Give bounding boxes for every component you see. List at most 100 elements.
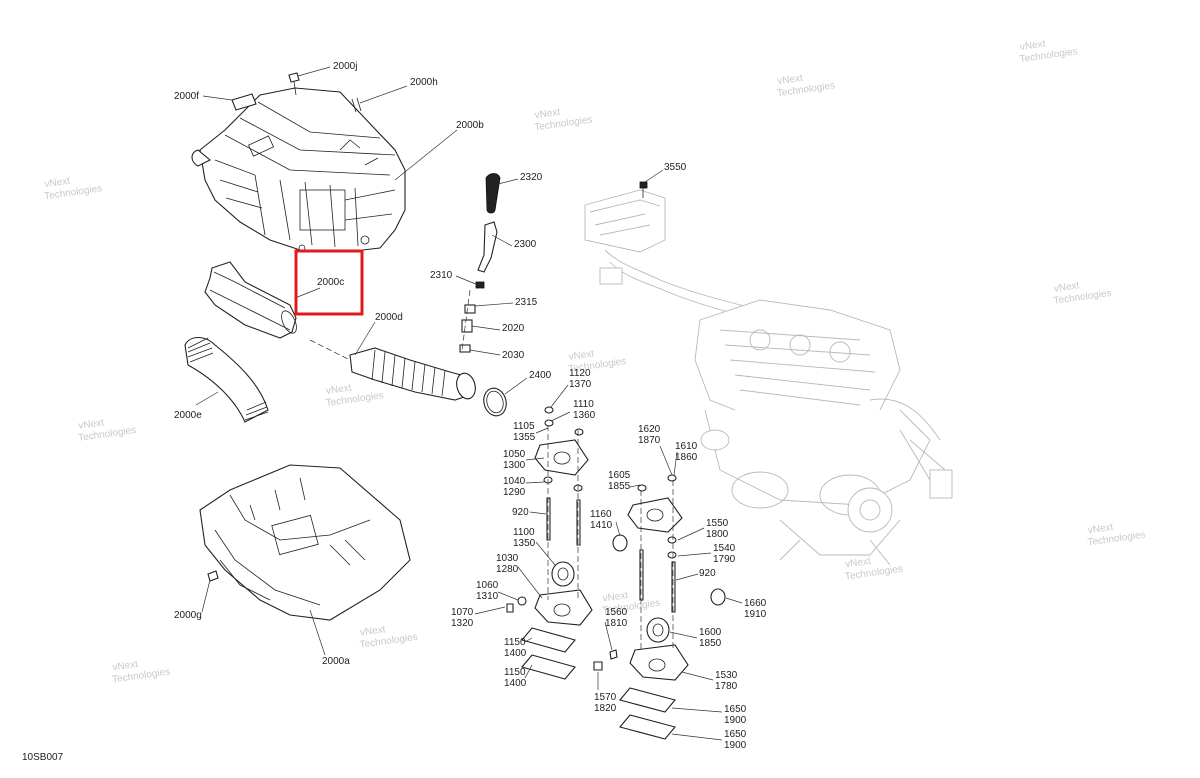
label-1570: 1570 xyxy=(594,692,617,703)
label-1800: 1800 xyxy=(706,529,729,540)
label-1660: 1660 xyxy=(744,598,767,609)
label-2030: 2030 xyxy=(502,350,525,361)
label-2000f: 2000f xyxy=(174,91,199,102)
label-1310: 1310 xyxy=(476,591,499,602)
svg-text:vNext: vNext xyxy=(568,348,595,362)
svg-text:vNext: vNext xyxy=(845,556,872,570)
svg-text:vNext: vNext xyxy=(112,659,139,673)
label-1040: 1040 xyxy=(503,476,526,487)
svg-text:vNext: vNext xyxy=(44,176,71,190)
label-1650-lower: 1650 xyxy=(724,729,747,740)
airbox-cover xyxy=(191,87,406,253)
label-920-left: 920 xyxy=(512,507,529,518)
label-1855: 1855 xyxy=(608,481,631,492)
label-1300: 1300 xyxy=(503,460,526,471)
label-1350: 1350 xyxy=(513,538,536,549)
svg-text:vNext: vNext xyxy=(325,382,352,396)
breather-hose-2300 xyxy=(477,221,498,273)
label-1540: 1540 xyxy=(713,543,736,554)
rubber-duct xyxy=(184,336,269,423)
label-1150-lower: 1150 xyxy=(504,667,526,678)
label-1810: 1810 xyxy=(605,618,628,629)
label-1160: 1160 xyxy=(590,509,612,520)
airbox-base xyxy=(199,464,411,621)
label-3550: 3550 xyxy=(664,162,687,173)
diagram-code: 10SB007 xyxy=(22,752,64,763)
svg-text:vNext: vNext xyxy=(1019,39,1046,53)
label-2315: 2315 xyxy=(515,297,538,308)
label-1850: 1850 xyxy=(699,638,722,649)
label-2020: 2020 xyxy=(502,323,525,334)
label-1105: 1105 xyxy=(513,421,535,432)
svg-text:vNext: vNext xyxy=(78,417,105,431)
label-2300: 2300 xyxy=(514,239,537,250)
label-1780: 1780 xyxy=(715,681,738,692)
label-2000b: 2000b xyxy=(456,120,484,131)
label-1050: 1050 xyxy=(503,449,526,460)
label-1870: 1870 xyxy=(638,435,661,446)
label-2000e: 2000e xyxy=(174,410,202,421)
label-1030: 1030 xyxy=(496,553,519,564)
intake-duct xyxy=(204,261,297,339)
label-2000d: 2000d xyxy=(375,312,403,323)
label-2000g: 2000g xyxy=(174,610,202,621)
label-2310: 2310 xyxy=(430,270,453,281)
svg-text:vNext: vNext xyxy=(777,73,804,87)
highlight-box xyxy=(294,249,364,316)
label-1610: 1610 xyxy=(675,441,698,452)
label-1900-lower: 1900 xyxy=(724,740,747,751)
breather-hose-2320 xyxy=(485,173,501,214)
label-1280: 1280 xyxy=(496,564,519,575)
leader-lines xyxy=(195,66,743,741)
svg-text:vNext: vNext xyxy=(602,590,629,604)
corrugated-intake-hose xyxy=(349,347,476,401)
label-1360: 1360 xyxy=(573,410,596,421)
engine-mount-hardware-right xyxy=(619,474,726,740)
label-2000c: 2000c xyxy=(317,277,344,288)
label-1070: 1070 xyxy=(451,607,474,618)
label-1320: 1320 xyxy=(451,618,474,629)
label-1600: 1600 xyxy=(699,627,722,638)
label-1400-lower: 1400 xyxy=(504,678,527,689)
label-1650-upper: 1650 xyxy=(724,704,747,715)
label-1560: 1560 xyxy=(605,607,628,618)
label-1605: 1605 xyxy=(608,470,631,481)
svg-text:vNext: vNext xyxy=(534,107,561,121)
clamp-2030 xyxy=(459,344,471,353)
label-1400-upper: 1400 xyxy=(504,648,527,659)
label-1110: 1110 xyxy=(573,399,594,410)
label-1355: 1355 xyxy=(513,432,536,443)
label-1150-upper: 1150 xyxy=(504,637,526,648)
label-1900-upper: 1900 xyxy=(724,715,747,726)
label-1860: 1860 xyxy=(675,452,698,463)
screw-2000g xyxy=(207,570,219,582)
engine-ghost-drawing xyxy=(584,189,953,566)
label-1820: 1820 xyxy=(594,703,617,714)
label-1790: 1790 xyxy=(713,554,736,565)
clip-2000h xyxy=(351,97,362,113)
sticker-2000f xyxy=(231,93,257,111)
label-1290: 1290 xyxy=(503,487,526,498)
svg-text:vNext: vNext xyxy=(359,624,386,638)
grommet-2020 xyxy=(461,319,473,333)
screw-3550 xyxy=(639,181,648,198)
label-1370: 1370 xyxy=(569,379,592,390)
svg-text:vNext: vNext xyxy=(1053,280,1080,294)
label-2320: 2320 xyxy=(520,172,543,183)
clamp-2315 xyxy=(464,304,476,314)
label-2400: 2400 xyxy=(529,370,552,381)
label-920-right: 920 xyxy=(699,568,716,579)
label-1100: 1100 xyxy=(513,527,535,538)
label-1530: 1530 xyxy=(715,670,738,681)
